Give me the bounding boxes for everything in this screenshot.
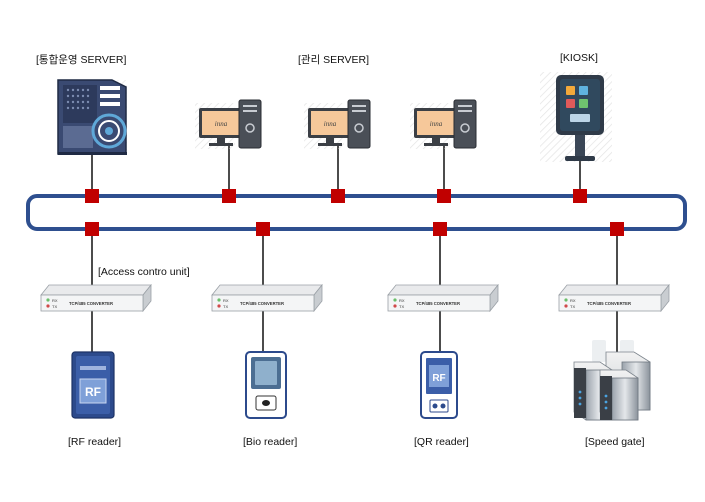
rf-reader-label: [RF reader] <box>68 436 122 448</box>
qr-reader-label: [QR reader] <box>414 436 469 448</box>
bio-reader-label: [Bio reader] <box>243 436 298 448</box>
converter-tx-label: TX <box>52 304 57 309</box>
management-server-label: [관리 SERVER] <box>298 54 370 66</box>
converter-box-icon: RX TX TCP/485 CONVERTER <box>387 283 499 313</box>
converter-box-icon: RX TX TCP/485 CONVERTER <box>558 283 670 313</box>
monitor-brand-label: inna <box>430 120 443 128</box>
bus-node <box>433 222 447 236</box>
bus-node <box>85 222 99 236</box>
bus-node <box>437 189 451 203</box>
converter-title: TCP/485 CONVERTER <box>240 301 284 306</box>
bus-node <box>85 189 99 203</box>
monitor-brand-label: inna <box>324 120 337 128</box>
kiosk-label: [KIOSK] <box>560 52 598 64</box>
converter-title: TCP/485 CONVERTER <box>587 301 631 306</box>
converter-rx-label: RX <box>399 298 405 303</box>
converter-rx-label: RX <box>223 298 229 303</box>
converter-rx-label: RX <box>52 298 58 303</box>
converter-rx-label: RX <box>570 298 576 303</box>
kiosk-icon <box>540 72 612 162</box>
bus-node <box>573 189 587 203</box>
bus-nodes <box>85 189 624 236</box>
bus-node <box>222 189 236 203</box>
converter-tx-label: TX <box>399 304 404 309</box>
speed-gate-icon <box>573 340 651 421</box>
bus-node <box>610 222 624 236</box>
converter-title: TCP/485 CONVERTER <box>69 301 113 306</box>
bus-node <box>331 189 345 203</box>
desktop-pc-icon: inna <box>410 99 477 149</box>
desktop-pc-icon: inna <box>304 99 371 149</box>
access-control-unit-label: [Access contro unit] <box>98 266 190 278</box>
converter-tx-label: TX <box>570 304 575 309</box>
qr-card-text: RF <box>432 373 445 384</box>
converter-tx-label: TX <box>223 304 228 309</box>
converter-box-icon: RX TX TCP/485 CONVERTER <box>40 283 152 313</box>
converter-title: TCP/485 CONVERTER <box>416 301 460 306</box>
connector-lines <box>91 146 618 352</box>
desktop-pc-icon: inna <box>195 99 262 149</box>
network-bus <box>26 194 687 231</box>
speed-gate-label: [Speed gate] <box>585 436 645 448</box>
bio-reader-icon <box>245 351 287 419</box>
rf-card-text: RF <box>85 385 101 399</box>
monitor-brand-label: inna <box>215 120 228 128</box>
bus-node <box>256 222 270 236</box>
qr-reader-icon: RF <box>420 351 458 419</box>
integrated-server-label: [통합운영 SERVER] <box>36 54 127 66</box>
converter-box-icon: RX TX TCP/485 CONVERTER <box>211 283 323 313</box>
rf-reader-icon: RF <box>71 351 115 419</box>
server-tower-icon <box>57 79 127 155</box>
